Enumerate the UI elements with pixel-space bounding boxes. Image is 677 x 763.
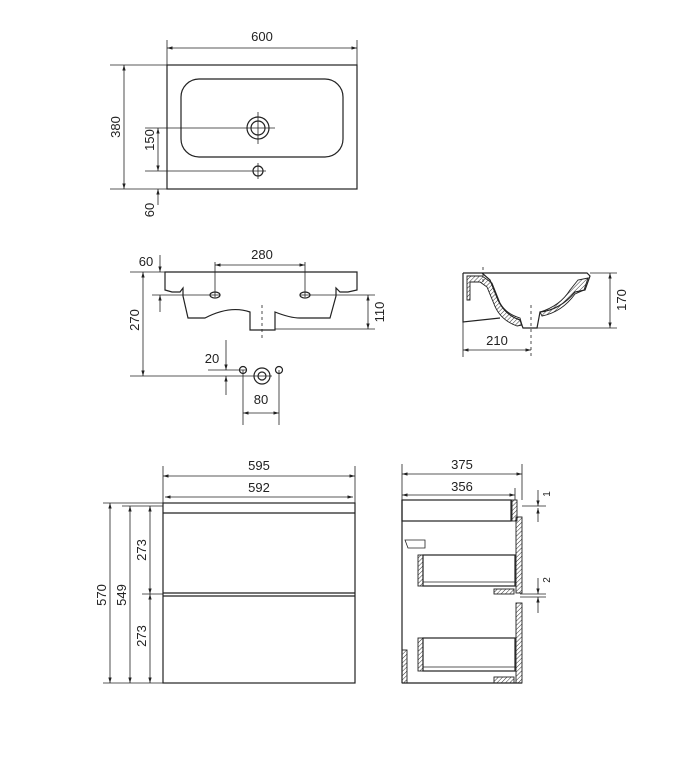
- dim-overall-width: 595: [248, 458, 270, 473]
- dim-body-width: 592: [248, 480, 270, 495]
- upper-drawer: [422, 554, 516, 587]
- lower-drawer: [422, 637, 516, 672]
- bowl-outline: [180, 78, 344, 158]
- dim-fixing-spacing: 80: [254, 392, 268, 407]
- dim-body-depth: 356: [451, 479, 473, 494]
- dim-drawer-lower: 273: [134, 625, 149, 647]
- front-view: 280 60 110 270 20 80: [127, 247, 387, 425]
- side-view: 170 210: [462, 267, 629, 358]
- dim-rim-height: 60: [139, 254, 153, 269]
- dim-body-height: 549: [114, 584, 129, 606]
- drain-symbol: [253, 367, 271, 385]
- dim-depth: 380: [108, 116, 123, 138]
- dim-hole-spacing: 280: [251, 247, 273, 262]
- dim-drawer-upper: 273: [134, 539, 149, 561]
- dim-overflow-offset: 60: [142, 203, 157, 217]
- basin-front-profile: [164, 271, 358, 331]
- dim-overall-height: 570: [94, 584, 109, 606]
- countertop-slab: [401, 499, 512, 522]
- dim-width: 600: [251, 29, 273, 44]
- dim-drain-depth: 210: [486, 333, 508, 348]
- dim-gap-middle: 2: [542, 577, 553, 583]
- cabinet-front-view: 595 592 570 549 273 273: [94, 458, 356, 684]
- dim-gap-top: 1: [542, 491, 553, 497]
- dim-drain-height: 270: [127, 309, 142, 331]
- top-view: 600 380 150 60: [108, 29, 358, 217]
- dim-bowl-depth: 110: [372, 302, 387, 323]
- cabinet-side-view: 375 356 1 2: [401, 457, 553, 684]
- dim-tap-offset: 150: [142, 129, 157, 151]
- basin-outline: [166, 64, 358, 190]
- dim-overall-depth: 375: [451, 457, 473, 472]
- dim-side-height: 170: [614, 289, 629, 311]
- dim-drain-offset: 20: [205, 351, 219, 366]
